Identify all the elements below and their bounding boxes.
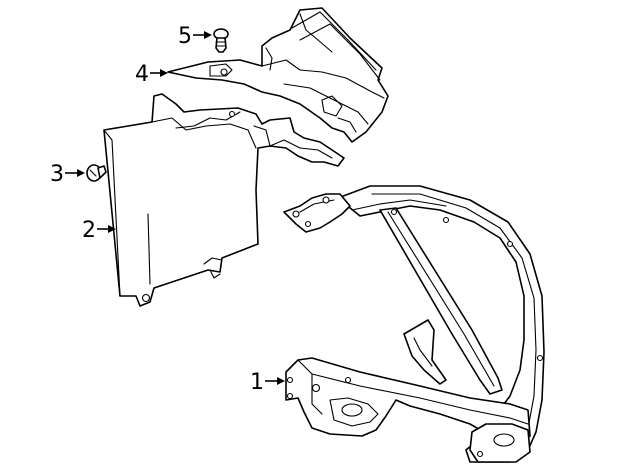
- callout-label-5: 5: [178, 24, 192, 49]
- callout-2: 2: [82, 218, 116, 243]
- callout-label-4: 4: [135, 62, 149, 87]
- push-pin-retainer: [86, 164, 107, 182]
- side-air-deflector-panel: [103, 93, 345, 307]
- radiator-support-frame: [283, 185, 545, 463]
- clip-fastener: [213, 28, 229, 53]
- upper-air-guide-bracket: [167, 7, 389, 143]
- callout-4: 4: [135, 62, 168, 87]
- callout-label-1: 1: [250, 370, 264, 395]
- callout-label-2: 2: [82, 218, 96, 243]
- callout-5: 5: [178, 24, 212, 49]
- callout-3: 3: [50, 162, 85, 187]
- callout-1: 1: [250, 370, 285, 395]
- arrow-icon-5: [204, 31, 212, 39]
- callout-label-3: 3: [50, 162, 64, 187]
- arrow-icon-1: [277, 377, 285, 385]
- arrow-icon-2: [108, 225, 116, 233]
- arrow-icon-4: [160, 69, 168, 77]
- arrow-icon-3: [77, 169, 85, 177]
